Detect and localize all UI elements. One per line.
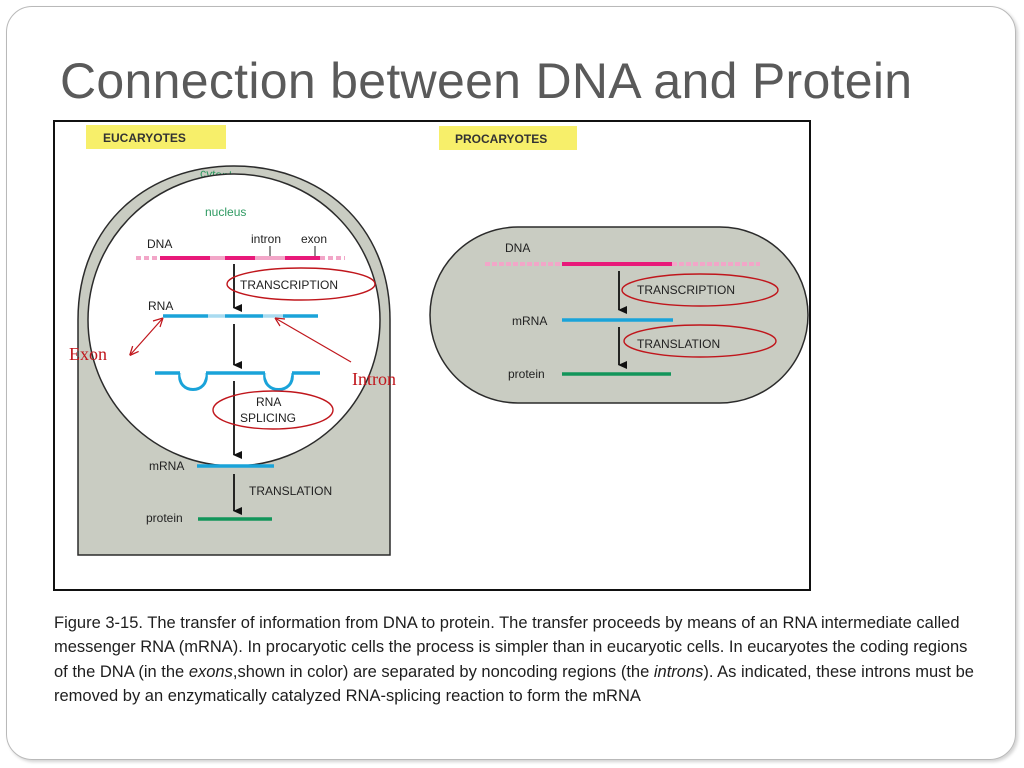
exon-label: exon [301, 232, 327, 246]
eucaryotes-header: EUCARYOTES [103, 131, 186, 145]
pro-translation-label: TRANSLATION [637, 337, 720, 351]
caption-exons: exons [188, 662, 233, 681]
procaryotes-header-bg [439, 126, 577, 150]
caption-part-2: ,shown in color) are separated by noncod… [232, 662, 654, 681]
procaryote-cell [429, 226, 809, 404]
pro-translation-circle [623, 324, 777, 358]
nucleus-label: nucleus [205, 205, 246, 219]
intron-arrow-head [274, 317, 286, 327]
euc-transcription-label: TRANSCRIPTION [240, 278, 338, 292]
pro-transcription-circle [621, 273, 779, 307]
euc-dna-label: DNA [147, 237, 172, 251]
slide-frame [6, 6, 1016, 760]
intron-label: intron [251, 232, 281, 246]
exon-arrow-head [152, 317, 164, 328]
exon-annotation-arrow [131, 317, 164, 354]
euc-transcription-circle [226, 267, 376, 301]
intron-annotation-arrow [274, 317, 352, 363]
caption-part-3: ). As indicated, these introns must be r… [54, 662, 974, 705]
caption-introns: introns [653, 662, 704, 681]
procaryotes-header: PROCARYOTES [455, 132, 547, 146]
euc-mrna-label: mRNA [149, 459, 184, 473]
figure-caption: Figure 3-15. The transfer of information… [54, 611, 974, 708]
eucaryotes-header-bg [86, 125, 226, 149]
euc-protein-label: protein [146, 511, 183, 525]
euc-spliced-rna [155, 371, 320, 391]
exon-annotation: Exon [69, 344, 107, 364]
pro-transcription-label: TRANSCRIPTION [637, 283, 735, 297]
euc-splicing-circle [212, 390, 334, 430]
euc-splicing-label-2: SPLICING [240, 411, 296, 425]
euc-splicing-label-1: RNA [256, 395, 281, 409]
euc-translation-label: TRANSLATION [249, 484, 332, 498]
pro-protein-label: protein [508, 367, 545, 381]
euc-rna-label: RNA [148, 299, 173, 313]
pro-mrna-label: mRNA [512, 314, 547, 328]
intron-annotation: Intron [352, 369, 396, 389]
slide-title: Connection between DNA and Protein [60, 53, 913, 109]
pro-dna-label: DNA [505, 241, 530, 255]
caption-part-1: Figure 3-15. The transfer of information… [54, 614, 968, 681]
